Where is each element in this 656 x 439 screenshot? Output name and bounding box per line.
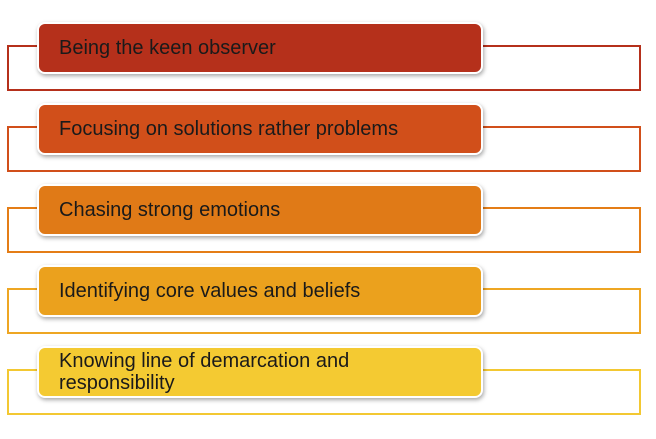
- list-item-1: Being the keen observer: [0, 22, 656, 104]
- list-item-2: Focusing on solutions rather problems: [0, 103, 656, 185]
- list-item-4: Identifying core values and beliefs: [0, 265, 656, 347]
- item-1-label: Being the keen observer: [59, 37, 276, 59]
- item-1-box: Being the keen observer: [37, 22, 483, 74]
- item-4-label: Identifying core values and beliefs: [59, 280, 361, 302]
- list-item-3: Chasing strong emotions: [0, 184, 656, 266]
- item-5-label: Knowing line of demarcation and responsi…: [59, 350, 350, 394]
- item-2-box: Focusing on solutions rather problems: [37, 103, 483, 155]
- item-5-box: Knowing line of demarcation and responsi…: [37, 346, 483, 398]
- list-item-5: Knowing line of demarcation and responsi…: [0, 346, 656, 428]
- item-3-box: Chasing strong emotions: [37, 184, 483, 236]
- item-2-label: Focusing on solutions rather problems: [59, 118, 399, 140]
- item-4-box: Identifying core values and beliefs: [37, 265, 483, 317]
- item-3-label: Chasing strong emotions: [59, 199, 281, 221]
